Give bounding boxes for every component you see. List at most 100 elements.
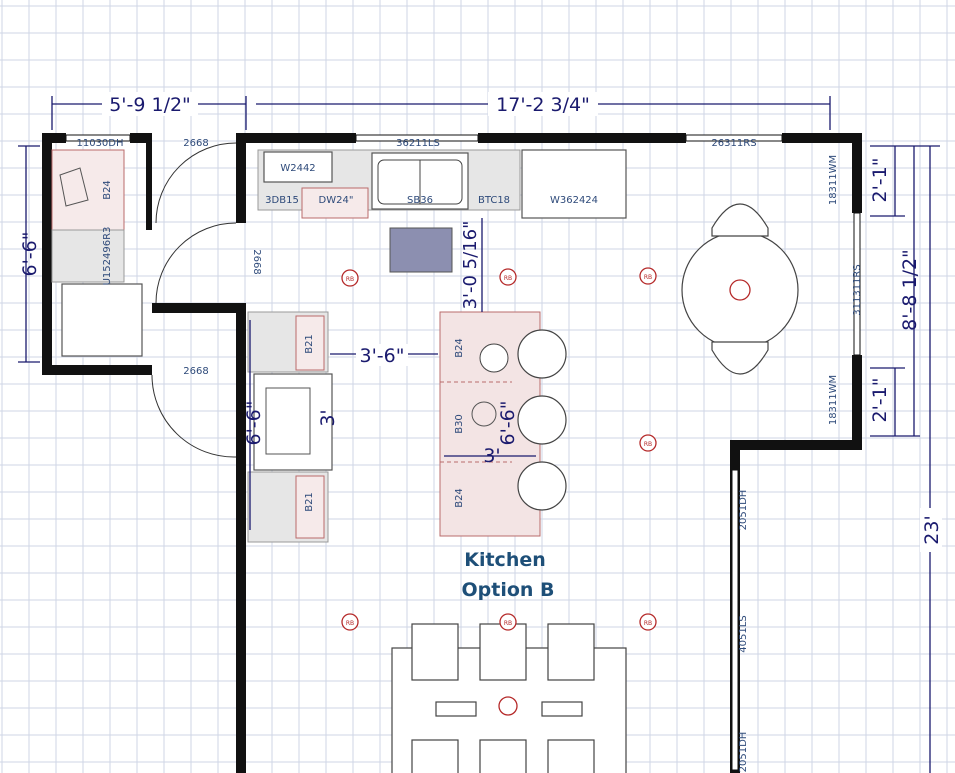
dim-island-depth: 3' xyxy=(483,445,500,467)
wall-divider-mid xyxy=(152,303,246,313)
door-swing-lower xyxy=(151,374,237,458)
cabinet-b24-left xyxy=(51,149,125,231)
plan-title: Kitchen Option B xyxy=(461,549,554,601)
window-pane-1 xyxy=(65,134,131,142)
label-wall-oven: W362424 xyxy=(550,195,598,206)
dining-chair-2 xyxy=(479,623,527,681)
window-pane-2 xyxy=(355,134,479,142)
door-swing-top xyxy=(155,142,237,224)
wall-right-step xyxy=(730,440,862,450)
kitchen-island xyxy=(439,311,567,537)
dining-chair-1 xyxy=(411,623,459,681)
label-island-b30: B30 xyxy=(454,414,465,434)
wall-top-c xyxy=(782,133,862,143)
cabinet-b21-top xyxy=(295,315,325,371)
dim-right-lower: 2'-1" xyxy=(869,378,891,423)
centerpiece-1 xyxy=(435,701,477,717)
dim-range: 3' xyxy=(317,409,339,426)
chair-bottom xyxy=(711,341,769,375)
dim-island-length: 6'-6" xyxy=(497,401,519,446)
light-5: RB xyxy=(341,613,359,631)
label-door-top: 2668 xyxy=(183,138,208,149)
dishwasher-box xyxy=(301,187,369,219)
door-swing-mid xyxy=(155,222,237,304)
window-pane-3 xyxy=(685,134,783,142)
sink-run xyxy=(257,149,627,273)
laundry-sink-icon xyxy=(59,167,89,207)
label-island-b24-top: B24 xyxy=(454,338,465,358)
label-win-lower-2: 4051LS xyxy=(738,615,749,652)
range-wall xyxy=(247,311,333,543)
upper-cabinet-w2442 xyxy=(263,151,333,183)
label-island-b24-bottom: B24 xyxy=(454,488,465,508)
label-window-top-left: 11030DH xyxy=(76,138,123,149)
wall-divider-lower xyxy=(236,303,246,773)
light-tag: RB xyxy=(644,274,652,281)
chair-top xyxy=(711,203,769,237)
label-b21-top: B21 xyxy=(304,334,315,354)
light-tag: RB xyxy=(346,620,354,627)
dim-bg xyxy=(488,92,598,116)
laundry-room xyxy=(51,149,143,357)
title-line-1: Kitchen xyxy=(464,549,546,571)
light-tag: RB xyxy=(504,275,512,282)
label-dishwasher: DW24" xyxy=(319,195,354,206)
dim-aisle: 3'-6" xyxy=(360,345,405,367)
wall-top-left-b xyxy=(130,133,152,143)
dim-right-upper: 2'-1" xyxy=(869,158,891,203)
cabinet-b21-bottom xyxy=(295,475,325,539)
wall-top-b xyxy=(478,133,686,143)
dim-bg xyxy=(102,92,198,116)
rug-mat xyxy=(389,227,453,273)
utility-cabinet xyxy=(51,229,125,283)
wall-left-bottom xyxy=(42,365,152,375)
light-tag: RB xyxy=(504,620,512,627)
dim-sink-island: 3'-0 5/16" xyxy=(460,221,481,310)
wall-top-a xyxy=(236,133,356,143)
light-7: RB xyxy=(639,613,657,631)
dim-right-middle: 8'-8 1/2" xyxy=(899,249,921,331)
wall-left-outer xyxy=(42,133,52,375)
stool-2 xyxy=(517,395,567,445)
centerpiece-2 xyxy=(541,701,583,717)
label-window-top-right: 26311RS xyxy=(711,138,756,149)
label-window-sink: 36211LS xyxy=(396,138,440,149)
dim-bg xyxy=(920,508,942,552)
ceiling-lights: RB RB RB RB RB RB RB xyxy=(341,267,751,716)
dim-right-total: 23' xyxy=(921,515,943,544)
stool-3 xyxy=(517,461,567,511)
washer-appliance xyxy=(61,283,143,357)
label-trash: BTC18 xyxy=(478,195,510,206)
dim-bg xyxy=(356,344,408,366)
wall-right-a xyxy=(852,133,862,213)
wall-divider-top xyxy=(236,133,246,223)
label-upper-cab: W2442 xyxy=(280,163,315,174)
island-sink xyxy=(479,343,509,373)
doors xyxy=(151,142,237,458)
label-drawer-base: 3DB15 xyxy=(265,195,299,206)
label-base-left: B24 xyxy=(102,180,113,200)
light-tag: RB xyxy=(644,441,652,448)
label-win-right-3: 18311WM xyxy=(828,375,839,425)
dim-wall-lower: 6'-6" xyxy=(243,401,265,446)
label-win-right-1: 18311WM xyxy=(828,155,839,205)
dimension-text: 5'-9 1/2" 17'-2 3/4" 6'-6" 2'-1" 8'-8 1/… xyxy=(19,92,943,552)
stool-1 xyxy=(517,329,567,379)
title-line-2: Option B xyxy=(461,579,554,601)
dimension-lines xyxy=(18,96,940,773)
dining-chair-5 xyxy=(479,739,527,773)
walls xyxy=(42,133,862,773)
island-plant xyxy=(471,401,497,427)
light-tag: RB xyxy=(644,620,652,627)
window-pane-lower xyxy=(731,469,739,771)
dim-left-height: 6'-6" xyxy=(19,232,41,277)
dim-top-main: 17'-2 3/4" xyxy=(496,94,590,116)
light-1: RB xyxy=(341,269,359,287)
label-utility: U152496R3 xyxy=(102,227,113,286)
light-6: RB xyxy=(499,613,517,631)
element-labels: 11030DH 2668 36211LS 26311RS W2442 3DB15… xyxy=(76,138,863,772)
window-pane-right xyxy=(853,212,861,356)
label-door-lower: 2668 xyxy=(183,366,208,377)
wall-oven-w362424 xyxy=(521,149,627,219)
